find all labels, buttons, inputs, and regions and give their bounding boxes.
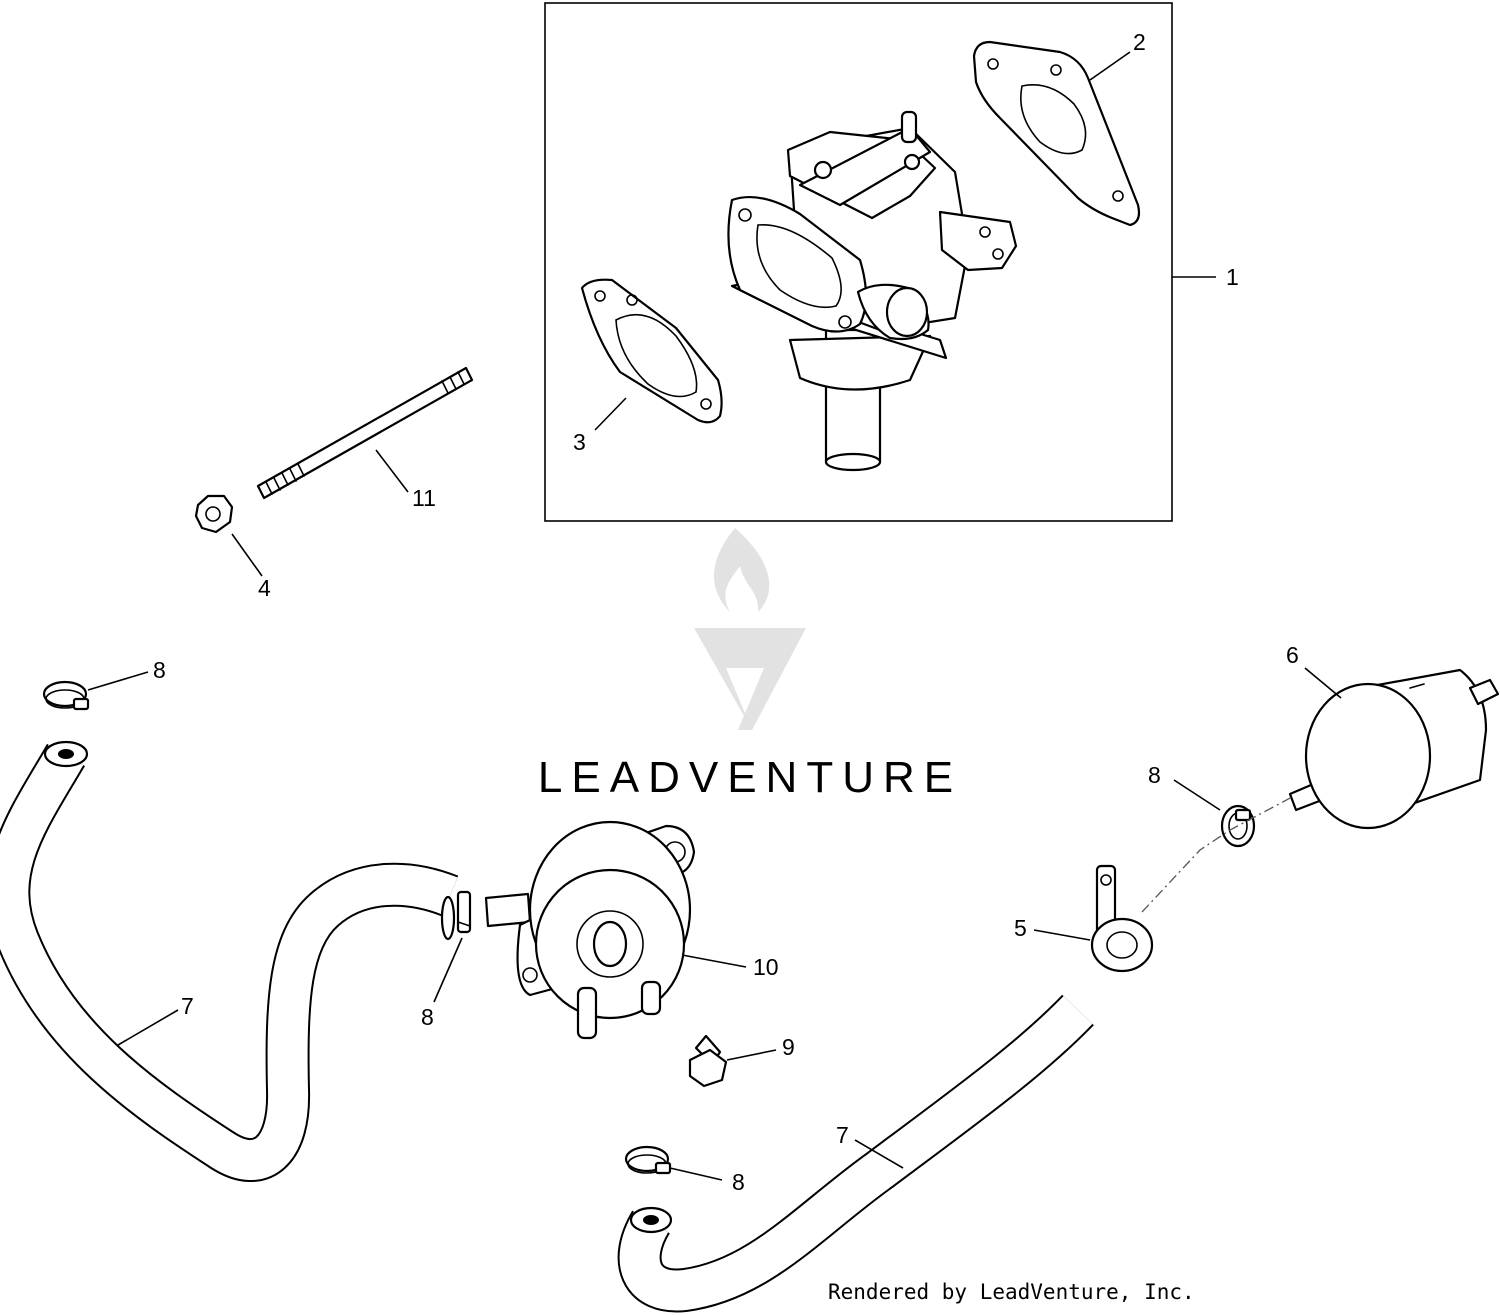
- callout-8-middle: 8: [421, 1004, 434, 1030]
- render-credit: Rendered by LeadVenture, Inc.: [828, 1280, 1195, 1304]
- callout-6: 6: [1286, 642, 1299, 668]
- callouts: 1 2 3 4 5 6 7 7 8 8 8 8 9 10 11: [153, 29, 1299, 1195]
- hose-clamp-middle: [456, 890, 472, 934]
- callout-1: 1: [1226, 264, 1239, 290]
- callout-3: 3: [573, 429, 586, 455]
- stud: [256, 366, 474, 500]
- fuel-filter: [1288, 668, 1500, 830]
- callout-4: 4: [258, 575, 271, 601]
- carburetor: [727, 110, 1018, 472]
- callout-2: 2: [1133, 29, 1146, 55]
- hose-clip: [1090, 864, 1154, 973]
- fuel-pump: [484, 820, 696, 1040]
- watermark-logo: LEADVENTURE: [538, 528, 962, 802]
- bolt: [688, 1034, 728, 1088]
- callout-7-left: 7: [181, 993, 194, 1019]
- hose-clamp-top-left: [42, 680, 90, 711]
- fuel-hose-left: [0, 740, 459, 1182]
- callout-11: 11: [412, 485, 436, 511]
- lower-gasket: [580, 278, 723, 424]
- callout-10: 10: [753, 954, 779, 980]
- flame-icon: [714, 528, 770, 612]
- hose-clamp-bottom: [624, 1145, 672, 1175]
- hex-nut: [194, 494, 234, 534]
- callout-8-right: 8: [1148, 762, 1161, 788]
- callout-9: 9: [782, 1034, 795, 1060]
- carburetor-kit-box: [544, 2, 1173, 522]
- upper-gasket: [972, 40, 1141, 227]
- watermark-text: LEADVENTURE: [538, 753, 962, 802]
- leader-lines: [87, 51, 1342, 1181]
- callout-7-right: 7: [836, 1122, 849, 1148]
- callout-8-bottom: 8: [732, 1169, 745, 1195]
- v-mark-icon: [694, 628, 806, 730]
- callout-5: 5: [1014, 915, 1027, 941]
- assembly-line: [1141, 795, 1295, 913]
- fuel-hose-right: [617, 994, 1094, 1313]
- callout-8-top-left: 8: [153, 657, 166, 683]
